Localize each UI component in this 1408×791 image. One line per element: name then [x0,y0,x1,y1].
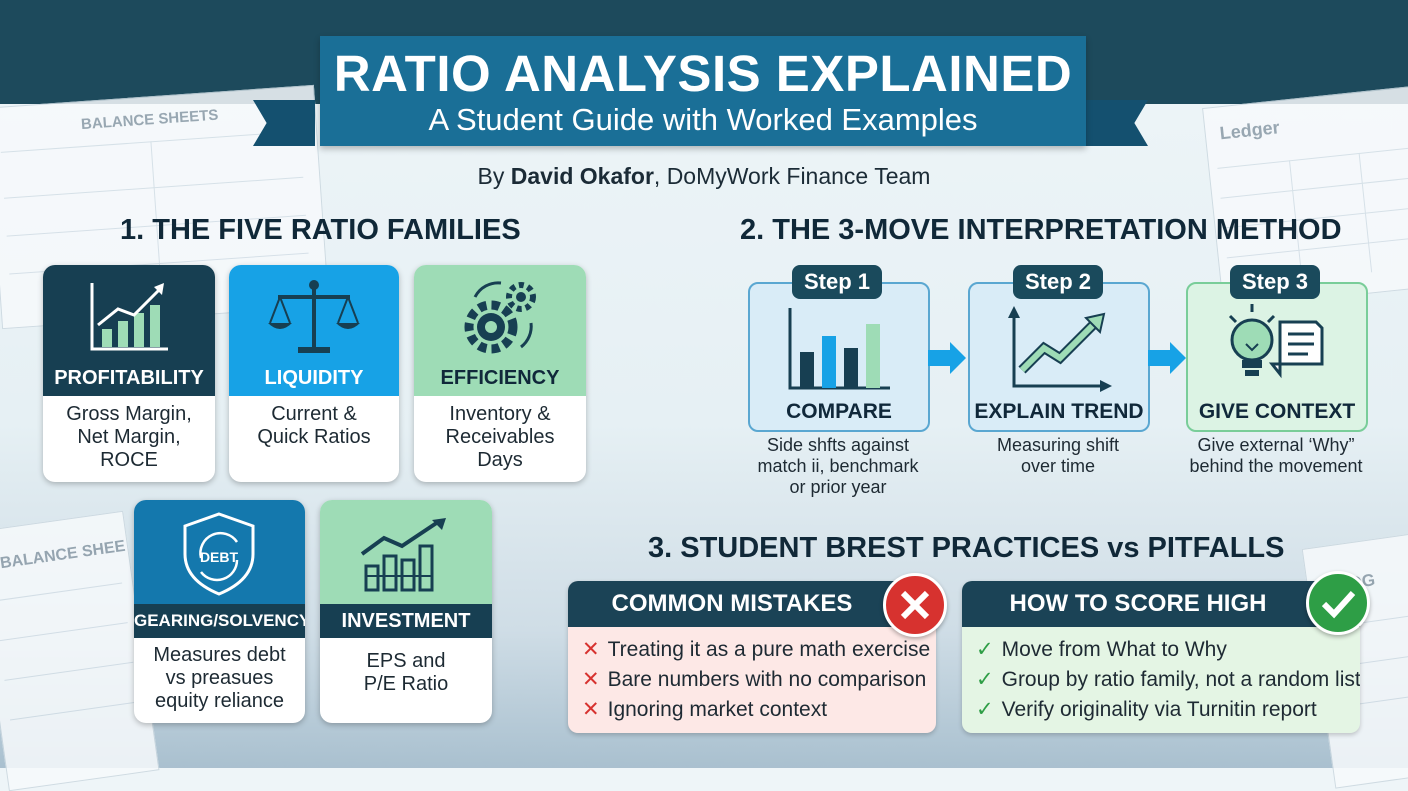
list-item: ✕Treating it as a pure math exercise [582,638,931,661]
check-icon: ✓ [976,668,994,691]
debt-icon-text: DEBT [200,549,239,565]
page-title: RATIO ANALYSIS EXPLAINED [333,45,1073,102]
mistakes-x-badge-icon [883,573,947,637]
family-label-liquidity: LIQUIDITY [229,360,399,396]
banner-ribbon-right [1086,100,1148,146]
arrow-step1-to-2-icon [928,342,966,374]
list-item: ✓Verify originality via Turnitin report [976,698,1317,721]
bg-balance-sheet-title: BALANCE SHEETS [80,106,219,134]
family-desc-efficiency: Inventory & Receivables Days [445,403,555,471]
scales-icon [268,280,360,353]
step-box-give-context: GIVE CONTEXT [1186,282,1368,432]
section-heading-families: 1. THE FIVE RATIO FAMILIES [120,214,521,246]
family-card-profitability: PROFITABILITY Gross Margin, Net Margin, … [43,265,215,482]
step-pill-1: Step 1 [792,265,882,299]
family-label-profitability: PROFITABILITY [43,360,215,396]
family-card-efficiency: EFFICIENCY Inventory & Receivables Days [414,265,586,482]
debt-shield-icon: DEBT [183,512,255,596]
family-desc-profitability: Gross Margin, Net Margin, ROCE [66,403,192,471]
list-item: ✓Move from What to Why [976,638,1227,661]
trend-line-icon [1008,306,1112,392]
step-box-compare: COMPARE [748,282,930,432]
cross-icon: ✕ [582,698,600,721]
bg-ledger-title: Ledger [1218,117,1281,144]
list-item: ✕Ignoring market context [582,698,828,721]
score-high-list: ✓Move from What to Why ✓Group by ratio f… [976,635,1360,725]
step-pill-2: Step 2 [1013,265,1103,299]
byline: By David Okafor, DoMyWork Finance Team [477,163,931,189]
step-label-give-context: GIVE CONTEXT [1198,400,1356,423]
family-desc-investment: EPS and P/E Ratio [363,650,449,695]
mistakes-list: ✕Treating it as a pure math exercise ✕Ba… [582,635,930,725]
step-label-explain-trend: EXPLAIN TREND [974,400,1144,423]
growth-chart-icon [90,283,168,351]
step-label-compare: COMPARE [786,400,892,423]
step-desc-give-context: Give external ‘Why” behind the movement [1189,435,1363,476]
family-card-investment: INVESTMENT EPS and P/E Ratio [320,500,492,723]
page-subtitle: A Student Guide with Worked Examples [428,102,978,137]
list-item: ✕Bare numbers with no comparison [582,668,927,691]
family-desc-liquidity: Current & Quick Ratios [257,403,371,448]
cross-icon: ✕ [582,638,600,661]
bar-chart-icon [788,308,890,390]
check-icon: ✓ [976,638,994,661]
investment-chart-icon [360,518,446,592]
section-heading-method: 2. THE 3-MOVE INTERPRETATION METHOD [740,214,1342,246]
bg-balance-sheet-bottom-title: BALANCE SHEE [0,537,127,573]
mistakes-panel: COMMON MISTAKES ✕Treating it as a pure m… [568,581,936,733]
section-heading-practices: 3. STUDENT BREST PRACTICES vs PITFALLS [648,532,1285,564]
step-box-explain-trend: EXPLAIN TREND [968,282,1150,432]
step-desc-compare: Side shfts against match ii, benchmark o… [757,435,919,497]
score-check-badge-icon [1306,571,1370,635]
family-card-gearing: DEBT GEARING/SOLVENCY Measures debt vs p… [134,500,305,723]
title-banner: RATIO ANALYSIS EXPLAINED A Student Guide… [320,36,1086,146]
cross-icon: ✕ [582,668,600,691]
lightbulb-document-icon [1228,304,1324,379]
family-label-investment: INVESTMENT [320,604,492,638]
score-high-panel: HOW TO SCORE HIGH ✓Move from What to Why… [962,581,1360,733]
family-card-liquidity: LIQUIDITY Current & Quick Ratios [229,265,399,482]
list-item: ✓Group by ratio family, not a random lis… [976,668,1360,691]
family-desc-gearing: Measures debt vs preasues equity relianc… [153,644,286,712]
gears-icon [464,281,536,354]
family-label-gearing: GEARING/SOLVENCY [134,604,305,638]
step-desc-explain-trend: Measuring shift over time [996,435,1120,476]
score-high-title: HOW TO SCORE HIGH [962,581,1360,627]
step-pill-3: Step 3 [1230,265,1320,299]
check-icon: ✓ [976,698,994,721]
mistakes-title: COMMON MISTAKES [568,581,936,627]
family-label-efficiency: EFFICIENCY [414,360,586,396]
arrow-step2-to-3-icon [1148,342,1186,374]
author-name: David Okafor [510,163,654,189]
